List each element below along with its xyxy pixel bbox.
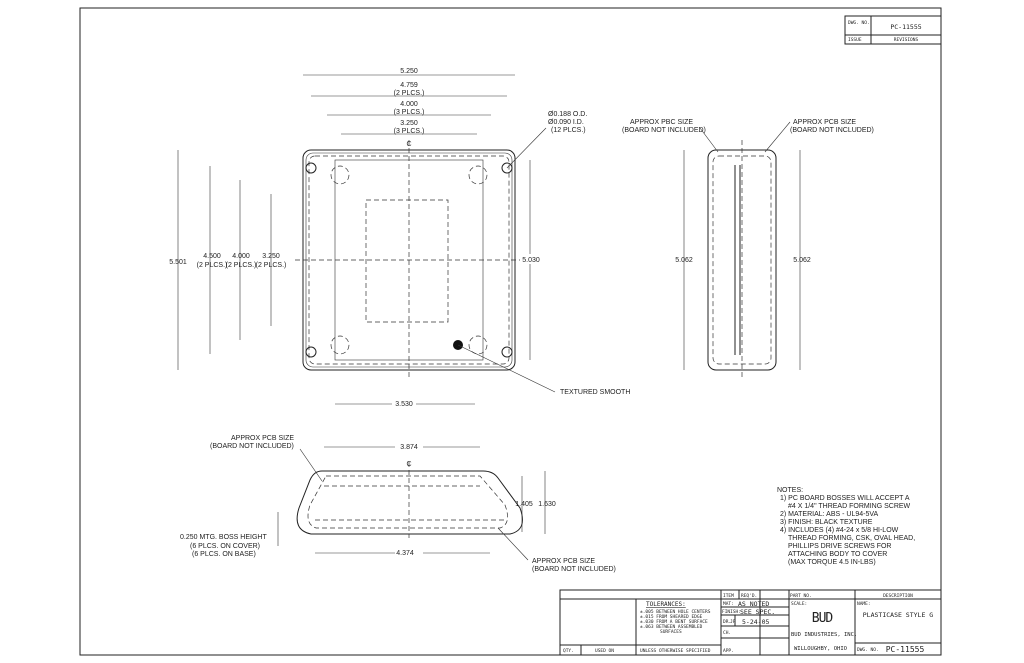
dwg-value: PC-11555	[886, 645, 925, 654]
front-pcb-top-label: APPROX PCB SIZE	[231, 435, 294, 442]
dim-v3250: 3.250	[262, 253, 280, 260]
tolerances-title: TOLERANCES:	[646, 601, 686, 608]
dim-3250-qty: (3 PLCS.)	[394, 128, 425, 135]
company-city: WILLOUGHBY, OHIO	[794, 646, 847, 652]
drawing-border	[79, 7, 942, 656]
front-pcb-top-board: (BOARD NOT INCLUDED)	[210, 443, 294, 450]
mat-value: AS NOTED	[738, 600, 769, 608]
hole-od-label: Ø0.188 O.D.	[548, 111, 587, 118]
side-view: APPROX PBC SIZE (BOARD NOT INCLUDED) APP…	[622, 119, 874, 380]
side-dim-right: 5.062	[793, 257, 811, 264]
note-line: THREAD FORMING, CSK, OVAL HEAD,	[788, 535, 915, 542]
front-pcb-bottom-board: (BOARD NOT INCLUDED)	[532, 566, 616, 573]
pbc-size-label: APPROX PBC SIZE	[630, 119, 693, 126]
dim-4000-qty: (3 PLCS.)	[394, 109, 425, 116]
front-dim-bottom: 4.374	[396, 550, 414, 557]
boss-base-label: (6 PLCS. ON BASE)	[192, 551, 256, 558]
dim-v4500-qty: (2 PLCS.)	[197, 262, 228, 269]
revisions-label: REVISIONS	[894, 37, 919, 43]
front-centerline-mark: C	[406, 461, 411, 468]
bud-logo: BUD	[812, 611, 834, 626]
top-view: C 5.250 4.759 (2 PLCS.) 4.000 (3 PLCS.) …	[169, 68, 630, 408]
dim-4000: 4.000	[400, 101, 418, 108]
boss-height-label: 0.250 MTG. BOSS HEIGHT	[180, 534, 267, 541]
item-header: ITEM	[723, 593, 734, 599]
dim-height: 5.501	[169, 259, 187, 266]
side-dim-left: 5.062	[675, 257, 693, 264]
name-value: PLASTICASE STYLE G	[863, 611, 934, 619]
dim-overall-width: 5.250	[400, 68, 418, 75]
ch-label: CH.	[723, 630, 731, 636]
note-line: (MAX TORQUE 4.5 IN-LBS)	[788, 559, 876, 566]
header-block: DWG. NO. PC-11555 ISSUE REVISIONS	[844, 15, 942, 45]
dim-v4500: 4.500	[203, 253, 221, 260]
tolerance-line: SURFACES	[660, 629, 682, 635]
finish-value: SEE SPEC.	[740, 608, 775, 616]
qty-label: QTY.	[563, 648, 574, 654]
pcb-size-label: APPROX PCB SIZE	[793, 119, 856, 126]
part-no-header: PART NO.	[790, 593, 812, 599]
scale-label: SCALE:	[791, 601, 807, 607]
note-line: 4) INCLUDES (4) #4-24 x 5/8 HI-LOW	[780, 527, 899, 534]
dim-v4000: 4.000	[232, 253, 250, 260]
dim-v4000-qty: (2 PLCS.)	[226, 262, 257, 269]
company-name: BUD INDUSTRIES, INC.	[791, 632, 857, 638]
tolerance-line: ±.005 BETWEEN HOLE CENTERS	[640, 609, 711, 615]
dim-4759-qty: (2 PLCS.)	[394, 90, 425, 97]
front-dim-1405: 1.405	[515, 501, 533, 508]
tolerance-line: ±.030 FROM A BENT SURFACE	[640, 619, 708, 625]
dim-bottom: 3.530	[395, 401, 413, 408]
tolerance-line: ±.063 BETWEEN ASSEMBLED	[640, 624, 703, 630]
reqd-header: REQ'D.	[741, 593, 757, 599]
front-dim-top: 3.874	[400, 444, 418, 451]
dwg-label: DWG. NO.	[857, 647, 879, 653]
description-header: DESCRIPTION	[883, 593, 913, 599]
used-on-label: USED ON	[595, 648, 614, 654]
centerline-mark: C	[406, 141, 411, 148]
note-line: ATTACHING BODY TO COVER	[788, 551, 887, 558]
dr-label: DR.	[723, 619, 731, 625]
front-dim-1630: 1.630	[538, 501, 556, 508]
hole-qty-label: (12 PLCS.)	[551, 127, 586, 134]
unless-specified: UNLESS OTHERWISE SPECIFIED	[640, 648, 711, 654]
front-pcb-bottom-label: APPROX PCB SIZE	[532, 558, 595, 565]
dim-4759: 4.759	[400, 82, 418, 89]
note-line: #4 X 1/4" THREAD FORMING SCREW	[788, 503, 911, 510]
dim-v3250-qty: (2 PLCS.)	[256, 262, 287, 269]
title-block: ITEM REQ'D. PART NO. DESCRIPTION TOLERAN…	[559, 589, 942, 656]
tolerance-line: ±.015 FROM SHEARED EDGE	[640, 614, 703, 620]
front-view: C 3.874 4.374 1.405 1.630 APPROX PCB SIZ…	[180, 435, 616, 573]
issue-label: ISSUE	[848, 37, 862, 43]
mat-label: MAT:	[723, 601, 734, 607]
pcb-board-label: (BOARD NOT INCLUDED)	[790, 127, 874, 134]
dwg-no-label: DWG. NO.	[848, 20, 870, 26]
note-line: PHILLIPS DRIVE SCREWS FOR	[788, 543, 891, 550]
dr-value: JP	[730, 619, 736, 625]
notes: NOTES: 1) PC BOARD BOSSES WILL ACCEPT A …	[777, 487, 915, 566]
dwg-no: PC-11555	[890, 23, 921, 31]
pbc-board-label: (BOARD NOT INCLUDED)	[622, 127, 706, 134]
note-line: 1) PC BOARD BOSSES WILL ACCEPT A	[780, 495, 910, 502]
dim-right: 5.030	[522, 257, 540, 264]
date-value: 5-24-05	[742, 618, 769, 626]
app-label: APP.	[723, 648, 734, 654]
note-line: 3) FINISH: BLACK TEXTURE	[780, 519, 873, 526]
textured-smooth-label: TEXTURED SMOOTH	[560, 389, 630, 396]
finish-label: FINISH:	[722, 609, 741, 615]
note-line: 2) MATERIAL: ABS - UL94-5VA	[780, 511, 878, 518]
dim-3250: 3.250	[400, 120, 418, 127]
boss-cover-label: (6 PLCS. ON COVER)	[190, 543, 260, 550]
name-label: NAME:	[857, 601, 871, 607]
hole-id-label: Ø0.090 I.D.	[548, 119, 584, 126]
notes-title: NOTES:	[777, 487, 803, 494]
